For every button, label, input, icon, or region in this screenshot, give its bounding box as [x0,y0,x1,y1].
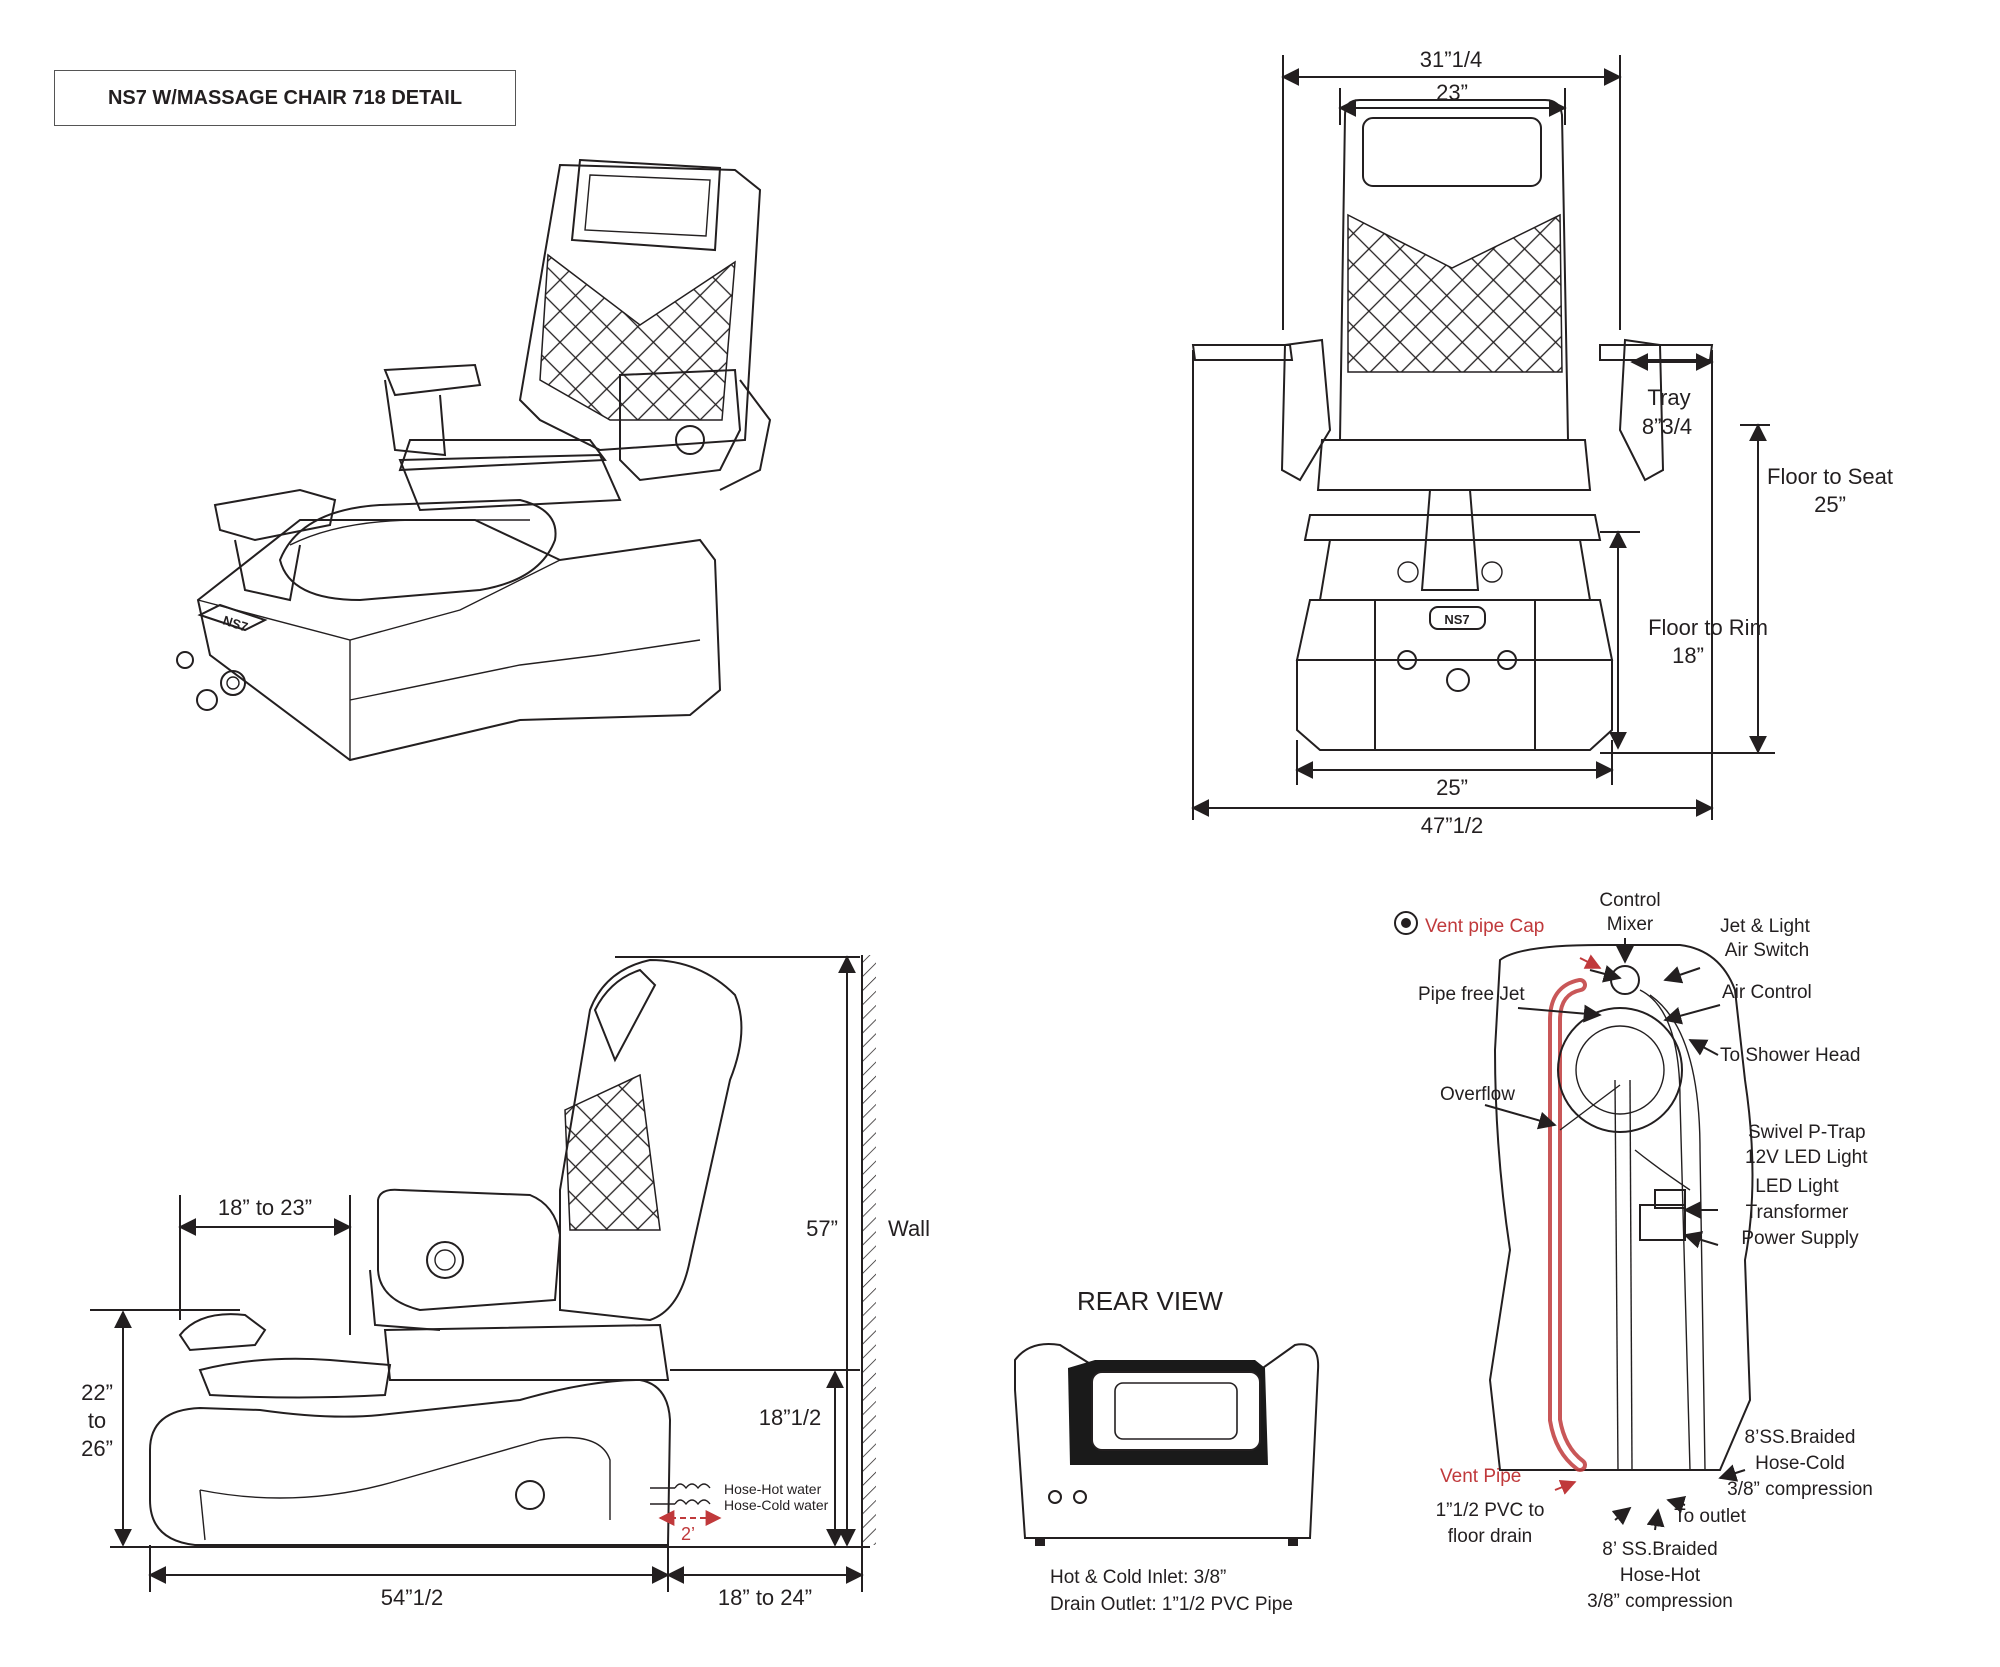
p-trap-label: Swivel P-Trap [1748,1122,1866,1143]
control-mixer-label-2: Mixer [1607,914,1654,935]
floor-to-rim-label: Floor to Rim [1648,615,1768,640]
hose-cold-label-3: 3/8” compression [1727,1479,1873,1500]
transformer-label-2: Transformer [1746,1202,1849,1223]
hose-hot-label-3: 3/8” compression [1587,1591,1733,1612]
floor-to-seat-value: 25” [1814,492,1846,517]
hose-cold-label: Hose-Cold water [724,1497,829,1513]
control-mixer-label-1: Control [1599,890,1660,911]
side-rim-height: 18”1/2 [759,1405,821,1430]
to-outlet-label: To outlet [1674,1506,1747,1527]
tray-value: 8”3/4 [1642,414,1692,439]
front-brand-badge: NS7 [1444,612,1469,627]
power-supply-label: Power Supply [1741,1228,1859,1249]
transformer-label-1: LED Light [1755,1176,1839,1197]
jet-switch-label-1: Jet & Light [1720,916,1810,937]
isometric-brand-badge: NS7 [221,613,250,635]
side-length: 54”1/2 [381,1585,443,1610]
wall-label: Wall [888,1216,930,1241]
footrest-height-top: 22” [81,1380,113,1405]
hose-gap: 2’ [681,1524,695,1544]
footrest-range: 18” to 23” [218,1195,312,1220]
footrest-height-bottom: 26” [81,1436,113,1461]
rear-view: REAR VIEW Hot & Cold Inlet: 3/8” Drain O… [1014,1286,1320,1615]
isometric-view: NS7 [176,158,772,762]
base-width: 25” [1436,775,1468,800]
wall-clearance: 18” to 24” [718,1585,812,1610]
led-light-label: 12V LED Light [1745,1147,1868,1168]
rear-view-title: REAR VIEW [1077,1286,1223,1316]
floor-to-seat-label: Floor to Seat [1767,464,1893,489]
jet-switch-label-2: Air Switch [1725,940,1809,961]
overall-width: 47”1/2 [1421,813,1483,838]
pvc-label-1: 1”1/2 PVC to [1436,1500,1545,1521]
hose-cold-label-2: Hose-Cold [1755,1453,1845,1474]
overflow-label: Overflow [1440,1084,1515,1105]
front-width-outer: 31”1/4 [1420,47,1482,72]
rear-drain-note: Drain Outlet: 1”1/2 PVC Pipe [1050,1594,1293,1615]
front-view: 31”1/4 23” [1191,47,1893,838]
pipe-free-jet-label: Pipe free Jet [1418,984,1525,1005]
vent-pipe-label: Vent Pipe [1440,1466,1521,1487]
air-control-label: Air Control [1722,982,1812,1003]
hose-hot-label: Hose-Hot water [724,1481,822,1497]
plumbing-diagram: Vent pipe Cap Control Mixer Jet & Light … [1394,890,1873,1612]
sheet-title: NS7 W/MASSAGE CHAIR 718 DETAIL [54,70,516,126]
side-view: Wall 57” 18”1/2 [81,955,930,1610]
pvc-label-2: floor drain [1448,1526,1533,1547]
front-width-inner: 23” [1436,80,1468,105]
side-height-total: 57” [806,1216,838,1241]
tray-label: Tray [1647,385,1690,410]
hose-cold-label-1: 8’SS.Braided [1745,1427,1856,1448]
hose-hot-label-1: 8’ SS.Braided [1602,1539,1717,1560]
vent-cap-label: Vent pipe Cap [1425,916,1544,937]
rear-inlet-note: Hot & Cold Inlet: 3/8” [1050,1567,1226,1588]
shower-head-label: To Shower Head [1720,1045,1860,1066]
floor-to-rim-value: 18” [1672,643,1704,668]
footrest-height-mid: to [88,1408,106,1433]
hose-hot-label-2: Hose-Hot [1620,1565,1701,1586]
